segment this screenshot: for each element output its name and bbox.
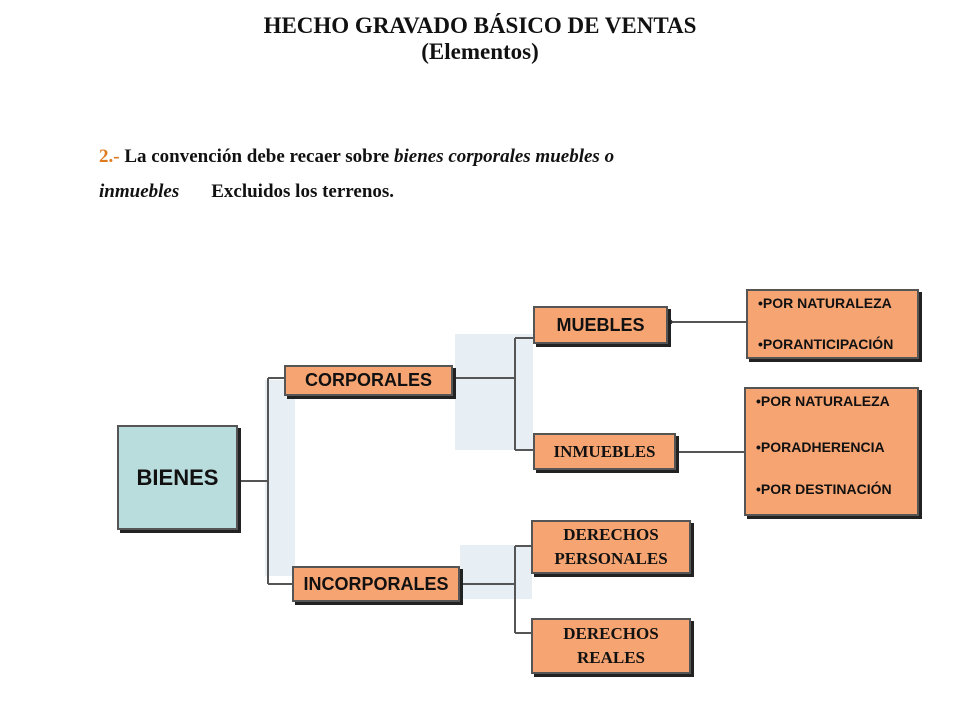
muebles-types-list: •POR NATURALEZA •PORANTICIPACIÓN: [746, 289, 919, 359]
list-item: •PORANTICIPACIÓN: [758, 336, 894, 352]
paragraph-number: 2.-: [99, 146, 120, 167]
node-incorporales-label: INCORPORALES: [303, 573, 449, 594]
page-title: HECHO GRAVADO BÁSICO DE VENTAS: [263, 13, 697, 38]
paragraph-emphasis-2: inmuebles: [99, 181, 180, 202]
paragraph-line-1: 2.- La convención debe recaer sobre bien…: [99, 146, 614, 168]
node-derechos-reales: DERECHOS REALES: [531, 618, 691, 674]
node-incorporales: INCORPORALES: [292, 566, 460, 602]
paragraph-text: La convención debe recaer sobre: [119, 146, 394, 167]
list-item: •POR DESTINACIÓN: [756, 481, 892, 497]
node-corporales-label: CORPORALES: [304, 370, 432, 390]
node-muebles-label: MUEBLES: [556, 314, 645, 335]
node-corporales: CORPORALES: [284, 365, 453, 396]
node-derechos-reales-line-1: DERECHOS: [563, 624, 659, 643]
inmuebles-types-list: •POR NATURALEZA •PORADHERENCIA •POR DEST…: [744, 387, 919, 516]
list-item: •POR NATURALEZA: [758, 295, 892, 311]
node-inmuebles-label: INMUEBLES: [553, 441, 656, 461]
page-subtitle: (Elementos): [421, 39, 539, 64]
paragraph-emphasis: bienes corporales muebles o: [394, 146, 615, 167]
node-muebles: MUEBLES: [533, 306, 668, 344]
node-derechos-personales: DERECHOS PERSONALES: [531, 520, 691, 574]
connector-dot: [667, 319, 673, 325]
connector-lines: [238, 321, 746, 634]
node-derechos-reales-line-2: REALES: [576, 648, 645, 667]
list-item: •PORADHERENCIA: [756, 439, 885, 455]
list-item: •POR NATURALEZA: [756, 393, 890, 409]
paragraph-line-2: inmuebles Excluidos los terrenos.: [99, 181, 394, 203]
paragraph-exclusion: Excluidos los terrenos.: [211, 181, 395, 202]
node-bienes-label: BIENES: [136, 464, 219, 490]
node-derechos-personales-line-2: PERSONALES: [554, 549, 668, 568]
node-bienes: BIENES: [117, 425, 238, 530]
node-inmuebles: INMUEBLES: [533, 433, 676, 470]
background-watermark: [265, 334, 533, 599]
node-derechos-personales-line-1: DERECHOS: [563, 525, 659, 544]
